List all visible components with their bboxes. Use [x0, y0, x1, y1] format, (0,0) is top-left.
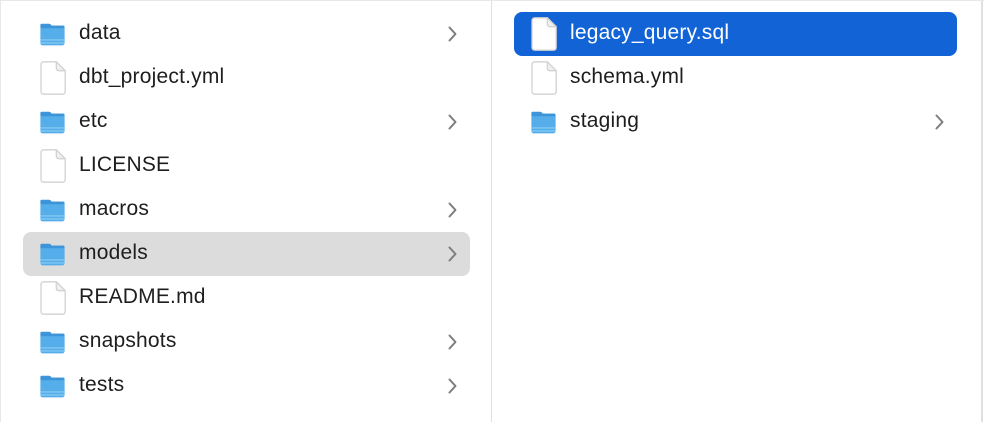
item-label: schema.yml [570, 65, 685, 88]
chevron-right-icon [447, 201, 458, 219]
folder-icon [39, 193, 66, 228]
list-item-macros[interactable]: macros [23, 188, 470, 232]
chevron-right-icon [447, 245, 458, 263]
list-item-data[interactable]: data [23, 12, 470, 56]
item-label: README.md [79, 285, 206, 308]
item-label: staging [570, 109, 640, 132]
document-icon [530, 61, 557, 96]
folder-icon [39, 105, 66, 140]
item-label: legacy_query.sql [570, 21, 730, 44]
file-column-models-folder-contents: legacy_query.sql schema.yml [492, 1, 983, 422]
folder-icon [39, 369, 66, 404]
folder-icon [39, 325, 66, 360]
list-item-dbt-project-yml[interactable]: dbt_project.yml [23, 56, 470, 100]
item-label: models [79, 241, 148, 264]
chevron-right-icon [447, 333, 458, 351]
list-item-license[interactable]: LICENSE [23, 144, 470, 188]
file-column-parent-folder-contents: data dbt_project.yml [1, 1, 492, 422]
item-label: data [79, 21, 121, 44]
item-label: LICENSE [79, 153, 171, 176]
list-item-snapshots[interactable]: snapshots [23, 320, 470, 364]
document-icon [530, 17, 557, 52]
item-label: snapshots [79, 329, 177, 352]
item-label: macros [79, 197, 150, 220]
chevron-right-icon [447, 377, 458, 395]
folder-icon [39, 237, 66, 272]
item-label: dbt_project.yml [79, 65, 225, 88]
list-item-models[interactable]: models [23, 232, 470, 276]
chevron-right-icon [447, 113, 458, 131]
document-icon [39, 61, 66, 96]
folder-icon [530, 105, 557, 140]
list-item-etc[interactable]: etc [23, 100, 470, 144]
list-item-tests[interactable]: tests [23, 364, 470, 408]
list-item-legacy-query-sql[interactable]: legacy_query.sql [514, 12, 957, 56]
list-item-staging[interactable]: staging [514, 100, 957, 144]
folder-icon [39, 17, 66, 52]
document-icon [39, 149, 66, 184]
list-item-schema-yml[interactable]: schema.yml [514, 56, 957, 100]
chevron-right-icon [934, 113, 945, 131]
list-item-readme-md[interactable]: README.md [23, 276, 470, 320]
document-icon [39, 281, 66, 316]
chevron-right-icon [447, 25, 458, 43]
item-label: tests [79, 373, 125, 396]
item-label: etc [79, 109, 108, 132]
